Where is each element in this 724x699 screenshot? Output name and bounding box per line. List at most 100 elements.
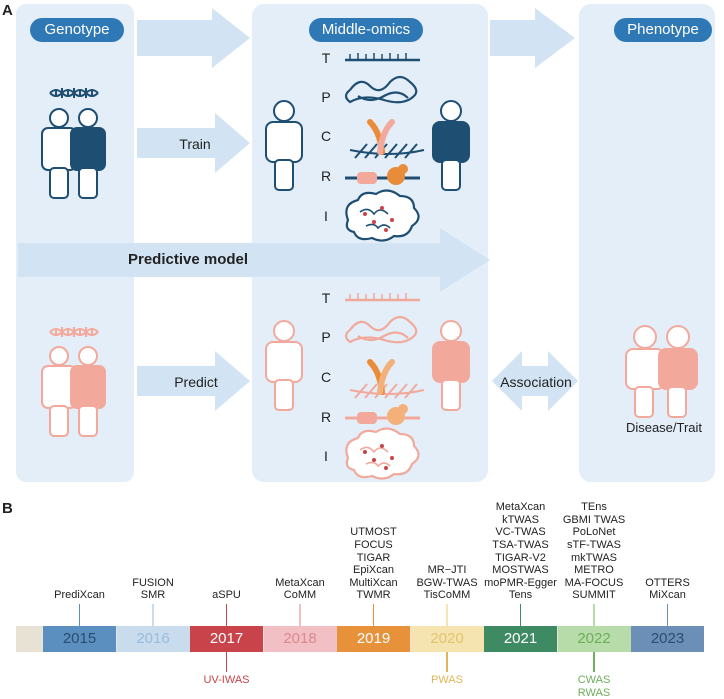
tick-below-2017 — [225, 652, 228, 672]
tool-name-below: CWAS — [577, 674, 611, 686]
tick-above-2021 — [519, 604, 522, 626]
tool-name: MOSTWAS — [492, 564, 549, 577]
tick-above-2023 — [666, 604, 669, 626]
tool-name: TSA-TWAS — [492, 538, 549, 551]
tool-name: PrediXcan — [54, 589, 105, 602]
tick-above-2022 — [593, 604, 595, 626]
top-arrow-right — [490, 8, 575, 68]
predict-arrow — [137, 351, 250, 411]
association-arrow — [492, 351, 578, 411]
tool-name: VC-TWAS — [495, 526, 546, 539]
tool-name: BGW-TWAS — [416, 576, 478, 589]
chromatin-icon-bottom — [349, 359, 425, 399]
tick-above-2019 — [372, 604, 375, 626]
middle-omics-pill: Middle-omics — [309, 18, 423, 42]
tools-below-2020: PWAS — [392, 674, 502, 687]
dna-helix-top — [49, 88, 99, 98]
tool-name: mkTWAS — [570, 551, 618, 564]
year-segment-2016: 2016 — [116, 626, 190, 652]
year-segment-2023: 2023 — [631, 626, 704, 652]
year-segment-2019: 2019 — [337, 626, 410, 652]
protein-icon-top — [344, 75, 418, 104]
tool-name-below: PWAS — [431, 674, 463, 686]
year-segment-2018: 2018 — [263, 626, 337, 652]
tool-name: moPMR-Egger — [484, 576, 557, 589]
tool-name-below: RWAS — [577, 686, 611, 699]
protein-icon-bottom — [344, 315, 418, 344]
tool-name: GBMI TWAS — [562, 513, 626, 526]
tool-name: aSPU — [212, 589, 241, 602]
association-label: Association — [500, 374, 572, 390]
tool-name: CoMM — [283, 589, 317, 602]
omics-letter-i-top: I — [324, 208, 328, 224]
tool-name: SMR — [140, 589, 166, 602]
tool-name: EpiXcan — [353, 564, 394, 577]
imaging-brain-icon-bottom — [345, 427, 420, 480]
tick-below-2020 — [446, 652, 448, 672]
genotype-pill: Genotype — [30, 18, 124, 42]
tools-below-2017: UV-IWAS — [172, 674, 282, 687]
omics-letter-r-top: R — [320, 168, 332, 184]
tick-above-2016 — [152, 604, 154, 626]
rna-binding-icon-bottom — [345, 404, 420, 425]
predictive-model-label: Predictive model — [128, 251, 249, 268]
tool-name: UTMOST — [350, 526, 397, 539]
omics-letter-c-top: C — [320, 128, 332, 144]
omics-letter-t-top: T — [321, 50, 331, 66]
tool-name: METRO — [574, 564, 614, 577]
tool-name: MR−JTI — [427, 564, 467, 577]
tick-above-2015 — [78, 604, 81, 626]
person-middle-right-top — [432, 100, 470, 191]
omics-letter-i-bottom: I — [324, 448, 328, 464]
tool-name: TWMR — [356, 589, 391, 602]
tools-above-2015: PrediXcan — [25, 589, 135, 602]
predictive-model-arrow — [18, 228, 490, 292]
year-segment-2022: 2022 — [557, 626, 631, 652]
person-pair-top — [41, 108, 106, 199]
transcript-icon-bottom — [345, 293, 420, 302]
tool-name: MA-FOCUS — [564, 576, 624, 589]
tool-name: sTF-TWAS — [567, 538, 621, 551]
omics-letter-c-bottom: C — [320, 369, 332, 385]
person-middle-left-top — [265, 100, 303, 191]
tick-above-2017 — [225, 604, 228, 626]
panel-b-letter: B — [2, 500, 13, 517]
year-segment-2017: 2017 — [190, 626, 263, 652]
year-segment-2020: 2020 — [410, 626, 484, 652]
year-segment-2021: 2021 — [484, 626, 557, 652]
tool-name: MetaXcan — [275, 576, 325, 589]
tool-name: MetaXcan — [495, 501, 546, 514]
tool-name: PoLoNet — [572, 526, 616, 539]
person-middle-left-bottom — [265, 320, 303, 411]
imaging-brain-icon-top — [345, 189, 420, 242]
tool-name-below: UV-IWAS — [203, 674, 250, 686]
predict-label: Predict — [174, 374, 218, 390]
omics-letter-p-bottom: P — [321, 329, 331, 345]
tools-above-2017: aSPU — [172, 589, 282, 602]
phenotype-pill: Phenotype — [614, 18, 712, 42]
omics-diagram — [16, 4, 715, 482]
top-arrow-left — [137, 8, 250, 68]
tool-name: FUSION — [132, 576, 174, 589]
transcript-icon-top — [345, 53, 420, 62]
tool-name: TEns — [581, 501, 607, 514]
omics-letter-p-top: P — [321, 89, 331, 105]
tool-name: Tens — [508, 589, 533, 602]
tick-above-2018 — [299, 604, 301, 626]
year-segment-2015: 2015 — [43, 626, 116, 652]
tool-name: kTWAS — [502, 513, 539, 526]
train-label: Train — [179, 136, 211, 152]
omics-letter-r-bottom: R — [320, 409, 332, 425]
tick-below-2022 — [593, 652, 595, 672]
tool-name: OTTERS — [645, 576, 690, 589]
tool-name: MiXcan — [649, 589, 686, 602]
omics-letter-t-bottom: T — [321, 290, 331, 306]
